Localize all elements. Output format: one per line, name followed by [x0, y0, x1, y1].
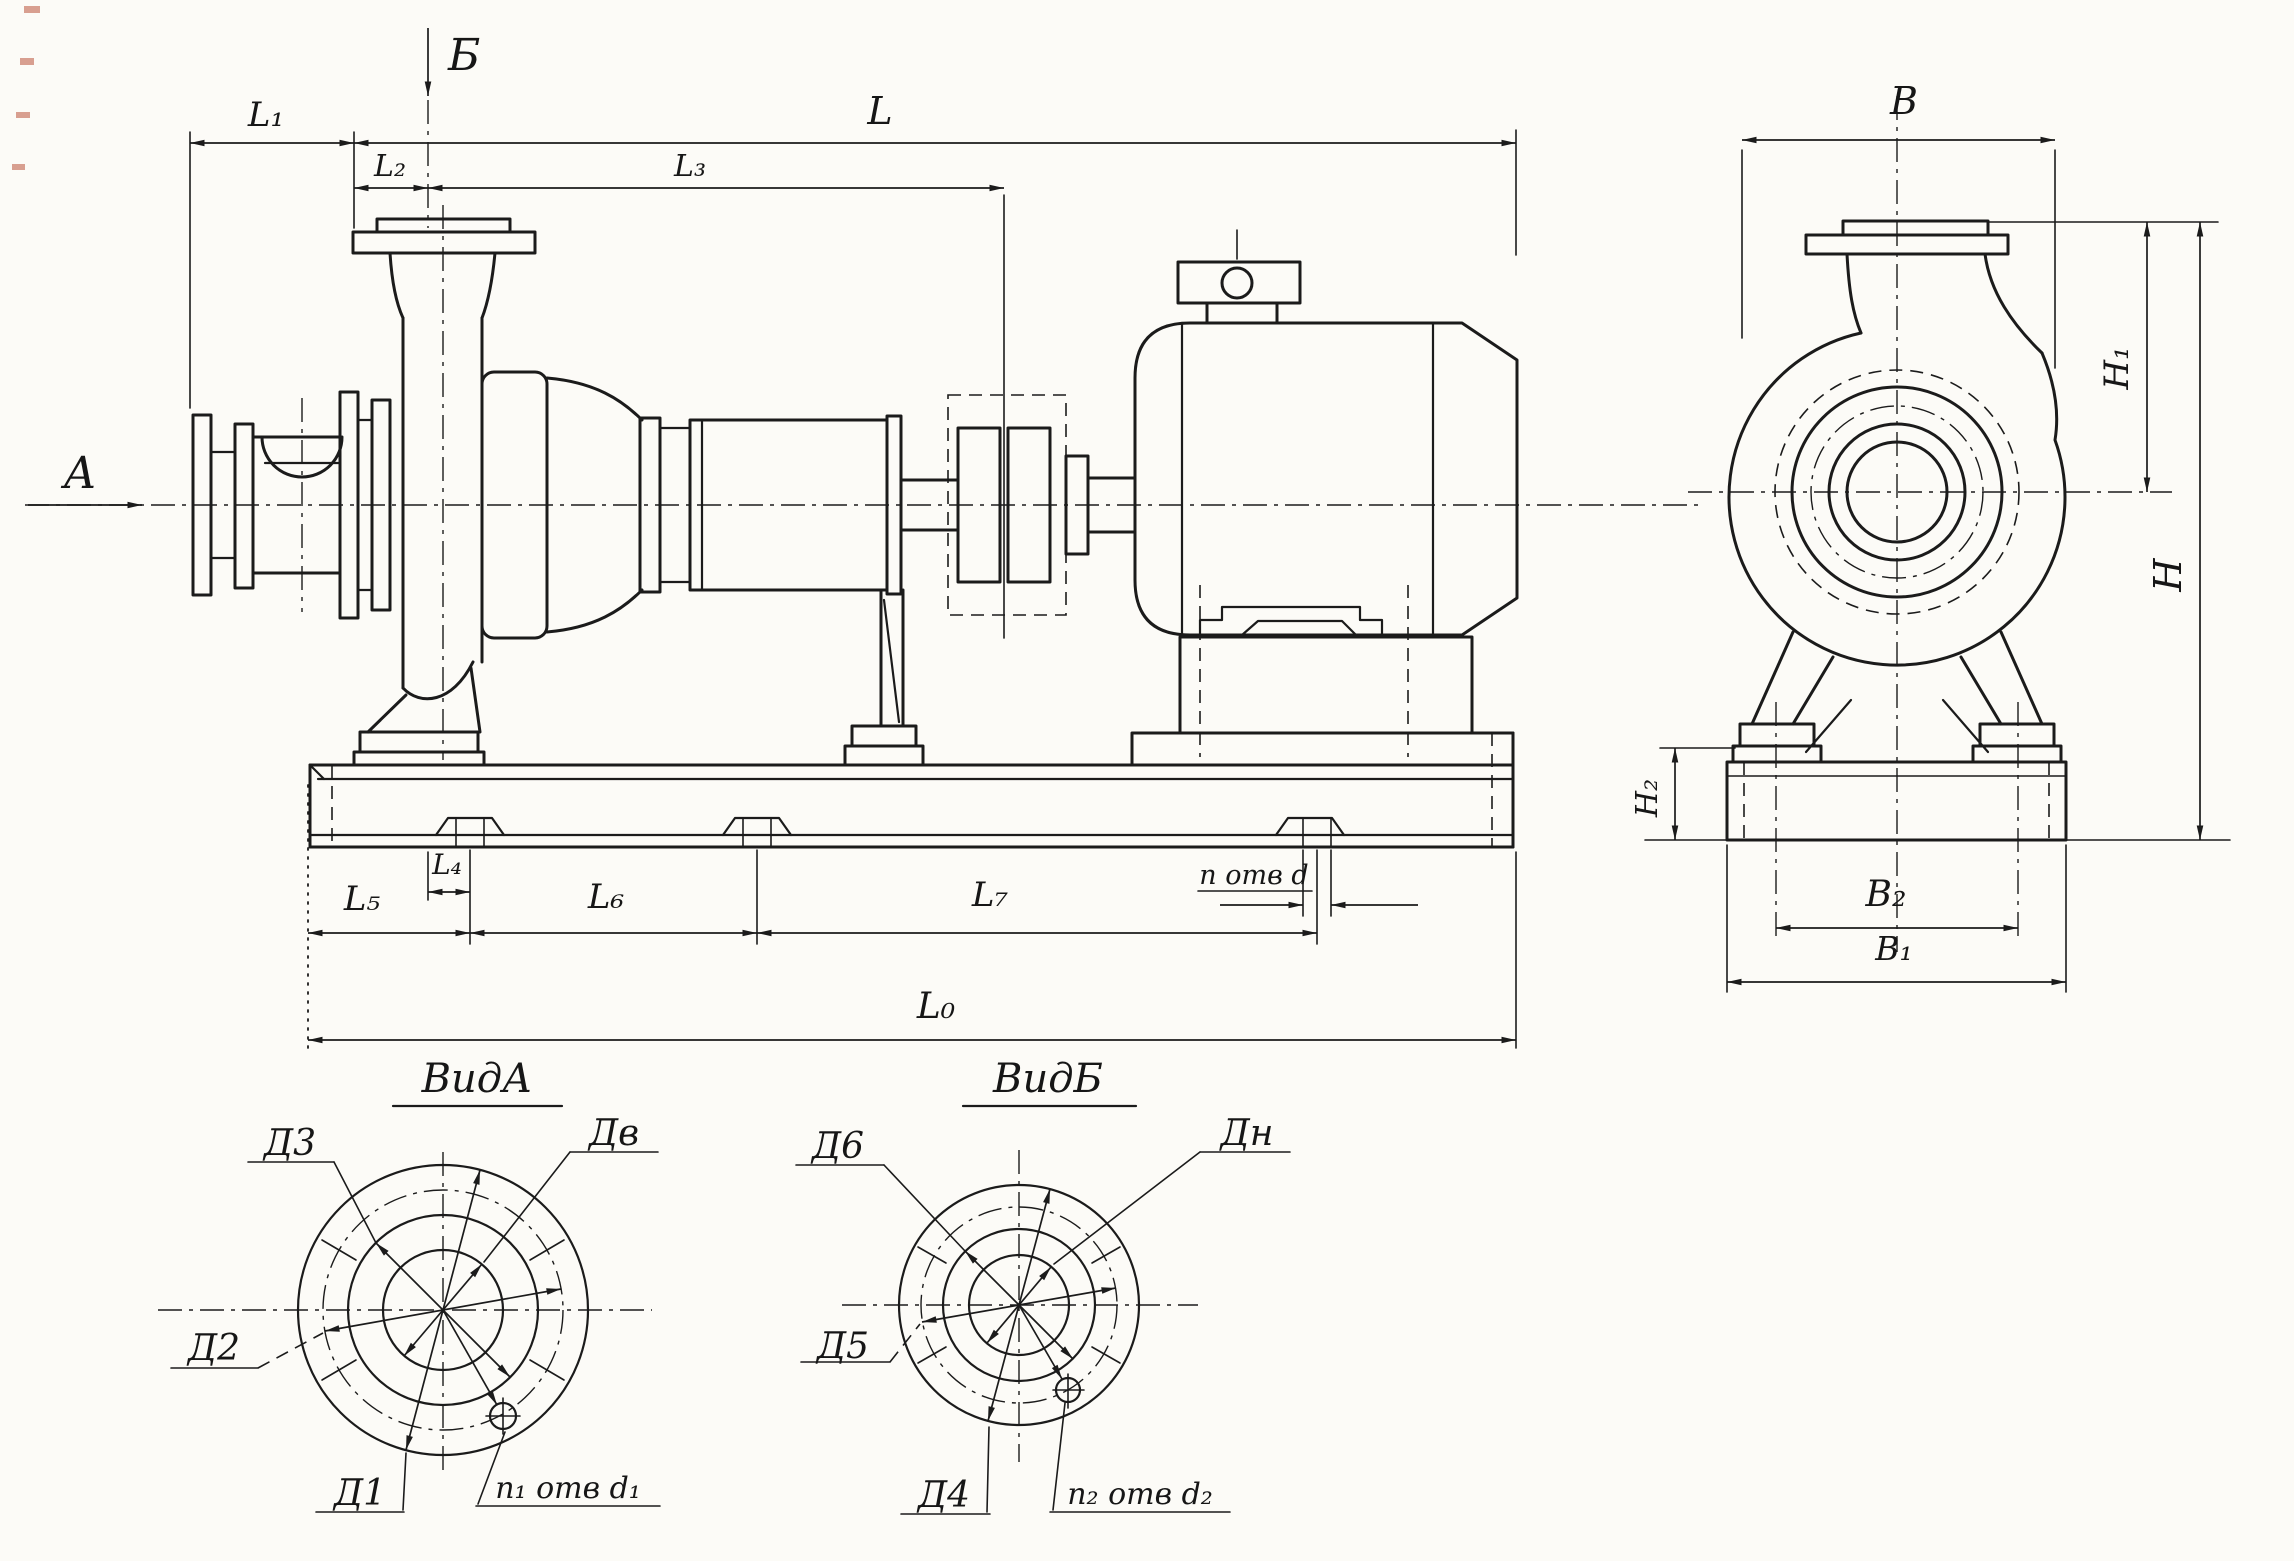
label-d2: Д2 — [186, 1328, 240, 1369]
motor-stool — [1178, 635, 1474, 735]
dim-label-b2: В₂ — [1865, 874, 1907, 915]
label-d4: Д4 — [916, 1475, 970, 1516]
coupling-half-pump — [956, 426, 1002, 584]
view-a-title: ВидА — [421, 1056, 533, 1102]
bearing-housing — [545, 376, 903, 634]
baseplate — [308, 731, 1515, 849]
gauge-boss — [260, 435, 344, 479]
coupling-guard-outline — [947, 394, 1067, 616]
detail-view-a: ВидА Д3 Дв Д2 Д1 n₁ отв d₁ — [158, 1056, 661, 1514]
dim-label-holes: п отв d — [1199, 860, 1308, 891]
bearing-support-leg — [843, 588, 925, 767]
dim-label-h1: Н₁ — [2097, 346, 2137, 390]
suction-flange-circle — [1790, 385, 2004, 599]
view-b-title: ВидБ — [992, 1056, 1103, 1102]
foundation-lug — [721, 816, 793, 848]
casing-cover — [338, 390, 392, 620]
dim-label-b1: В₁ — [1874, 929, 1912, 968]
dim-label-b: В — [1889, 79, 1918, 123]
dim-label-l4: L₄ — [431, 848, 462, 881]
label-dn: Дн — [1219, 1113, 1274, 1154]
dim-label-l3: L₃ — [673, 149, 706, 184]
label-view-b-arrow: Б — [447, 30, 480, 81]
motor-pad — [1130, 731, 1515, 767]
label-d5: Д5 — [815, 1326, 869, 1367]
dim-label-l0: L₀ — [916, 986, 955, 1027]
label-d3: Д3 — [262, 1123, 316, 1164]
foundation-lug — [1274, 816, 1346, 848]
dim-label-h2: Н₂ — [1630, 779, 1665, 818]
discharge-flange — [351, 230, 537, 255]
dim-label-l: L — [866, 89, 892, 133]
volute-outline — [1727, 331, 2067, 667]
coupling-half-motor — [1006, 426, 1052, 584]
label-holes-a: n₁ отв d₁ — [495, 1471, 641, 1506]
main-view: А Б — [25, 28, 1705, 849]
electric-motor — [1130, 229, 1519, 767]
dim-label-l7: L₇ — [971, 875, 1009, 915]
label-dv: Дв — [587, 1113, 639, 1154]
label-d1: Д1 — [332, 1473, 386, 1514]
dim-label-l1: L₁ — [247, 95, 284, 135]
dim-label-l5: L₅ — [343, 879, 381, 919]
dim-label-l6: L₆ — [587, 877, 624, 917]
label-view-a-arrow: А — [60, 448, 96, 499]
label-d6: Д6 — [810, 1126, 864, 1167]
foundation-lug — [434, 816, 506, 848]
view-arrow-b: Б — [424, 28, 480, 228]
view-arrow-a: А — [28, 448, 142, 509]
pedestal-foot — [358, 730, 480, 754]
label-holes-b: n₂ отв d₂ — [1067, 1477, 1213, 1512]
scan-artifacts — [12, 6, 40, 170]
cable-entry — [1220, 266, 1254, 300]
motor-body — [1133, 321, 1519, 637]
side-view-dimensions: В Н₁ Н Н₂ В₂ В₁ — [1630, 79, 2219, 993]
side-view — [1644, 96, 2231, 952]
pump-casing — [351, 205, 549, 767]
motor-feet — [1198, 605, 1384, 637]
discharge-flange-side — [1804, 233, 2010, 256]
main-view-dimensions: L₁ L L₂ L₃ L₄ L₅ L₆ L₇ п отв d L₀ — [189, 89, 1517, 1049]
rear-cover — [480, 370, 549, 640]
dim-label-h: Н — [2146, 558, 2190, 593]
suction-nozzle — [191, 398, 344, 612]
suction-bore-circle — [1845, 440, 1949, 544]
coupling — [899, 394, 1137, 616]
side-base — [1644, 702, 2231, 938]
detail-view-b: ВидБ Д6 Дн Д5 Д4 n₂ отв d₂ — [795, 1056, 1291, 1516]
dim-label-l2: L₂ — [373, 149, 406, 184]
